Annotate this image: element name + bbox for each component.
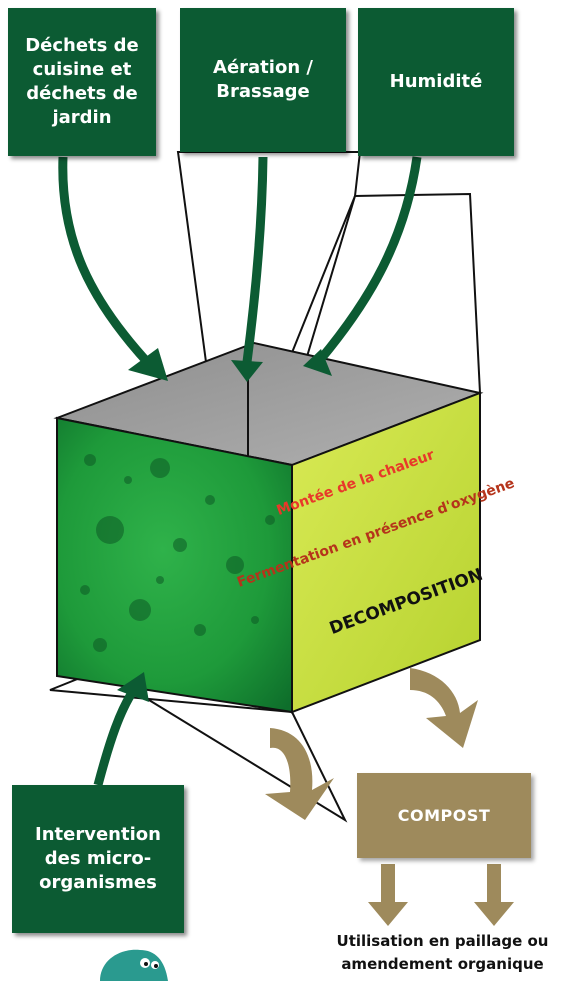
humidity-input-box: Humidité <box>358 8 514 156</box>
mascot-icon <box>100 950 168 981</box>
microorganisms-input-label: Intervention des micro-organismes <box>23 823 173 895</box>
microorganisms-input-box: Intervention des micro-organismes <box>12 785 184 933</box>
waste-arrow <box>63 157 150 365</box>
compost-label: COMPOST <box>398 806 491 825</box>
usage-arrow-right-shaft <box>487 864 501 902</box>
waste-input-box: Déchets de cuisine et déchets de jardin <box>8 8 156 156</box>
humidity-input-label: Humidité <box>390 70 483 94</box>
usage-label: Utilisation en paillage ou amendement or… <box>300 930 575 976</box>
microorganisms-arrow <box>98 688 135 785</box>
waste-input-label: Déchets de cuisine et déchets de jardin <box>8 34 156 130</box>
aeration-input-box: Aération / Brassage <box>180 8 346 152</box>
compost-arrow-2 <box>410 668 478 748</box>
aeration-input-label: Aération / Brassage <box>193 56 333 104</box>
usage-arrow-right-head <box>474 902 514 926</box>
usage-arrow-left-head <box>368 902 408 926</box>
usage-arrow-left-shaft <box>381 864 395 902</box>
compost-box: COMPOST <box>357 773 531 858</box>
